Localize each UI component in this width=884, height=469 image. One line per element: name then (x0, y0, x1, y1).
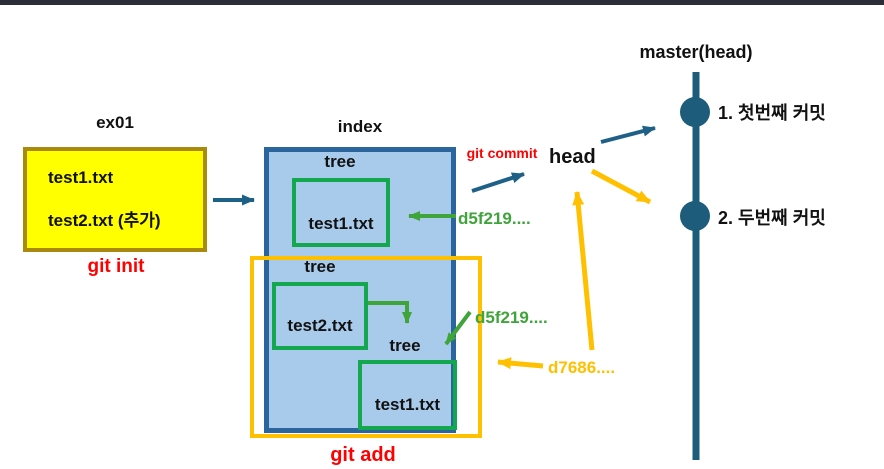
tree3-box: test1.txt (358, 360, 457, 430)
tree3-label: tree (389, 336, 421, 355)
tree2-label: tree (304, 257, 336, 276)
arrow-hash-to-head (572, 191, 595, 351)
tree2-box: test2.txt (272, 282, 368, 350)
index-title: index (337, 117, 383, 136)
git-add-box (250, 256, 482, 438)
git-add-caption: git add (330, 444, 396, 466)
working-dir-file1: test1.txt (48, 168, 114, 187)
tree1-box: test1.txt (292, 178, 390, 247)
top-border-bar (0, 0, 884, 5)
branch-title: master(head) (639, 42, 753, 62)
commit1-label: 1. 첫번째 커밋 (718, 103, 826, 123)
hash-tree1-label: d5f219.... (458, 209, 531, 228)
tree1-file: test1.txt (308, 214, 374, 233)
head-label: head (549, 146, 596, 168)
working-dir-title: ex01 (96, 113, 134, 132)
commit1-dot (680, 97, 710, 127)
arrow-hash-to-gitadd-box (497, 357, 544, 370)
tree1-label: tree (324, 152, 356, 171)
arrow-head-to-commit1 (600, 125, 656, 144)
arrow-index-to-head (471, 172, 525, 193)
git-commit-caption: git commit (466, 145, 538, 161)
working-dir-box: test1.txt test2.txt (추가) (23, 147, 207, 252)
hash-tree3-label: d5f219.... (475, 308, 548, 327)
git-init-caption: git init (87, 256, 145, 277)
tree3-file: test1.txt (374, 395, 441, 414)
working-dir-file2: test2.txt (추가) (48, 211, 161, 230)
commit2-label: 2. 두번째 커밋 (718, 208, 826, 228)
tree2-file: test2.txt (287, 316, 353, 335)
hash-commit2-label: d7686.... (548, 358, 616, 377)
arrow-head-to-commit2 (590, 168, 652, 205)
commit2-dot (680, 201, 710, 231)
